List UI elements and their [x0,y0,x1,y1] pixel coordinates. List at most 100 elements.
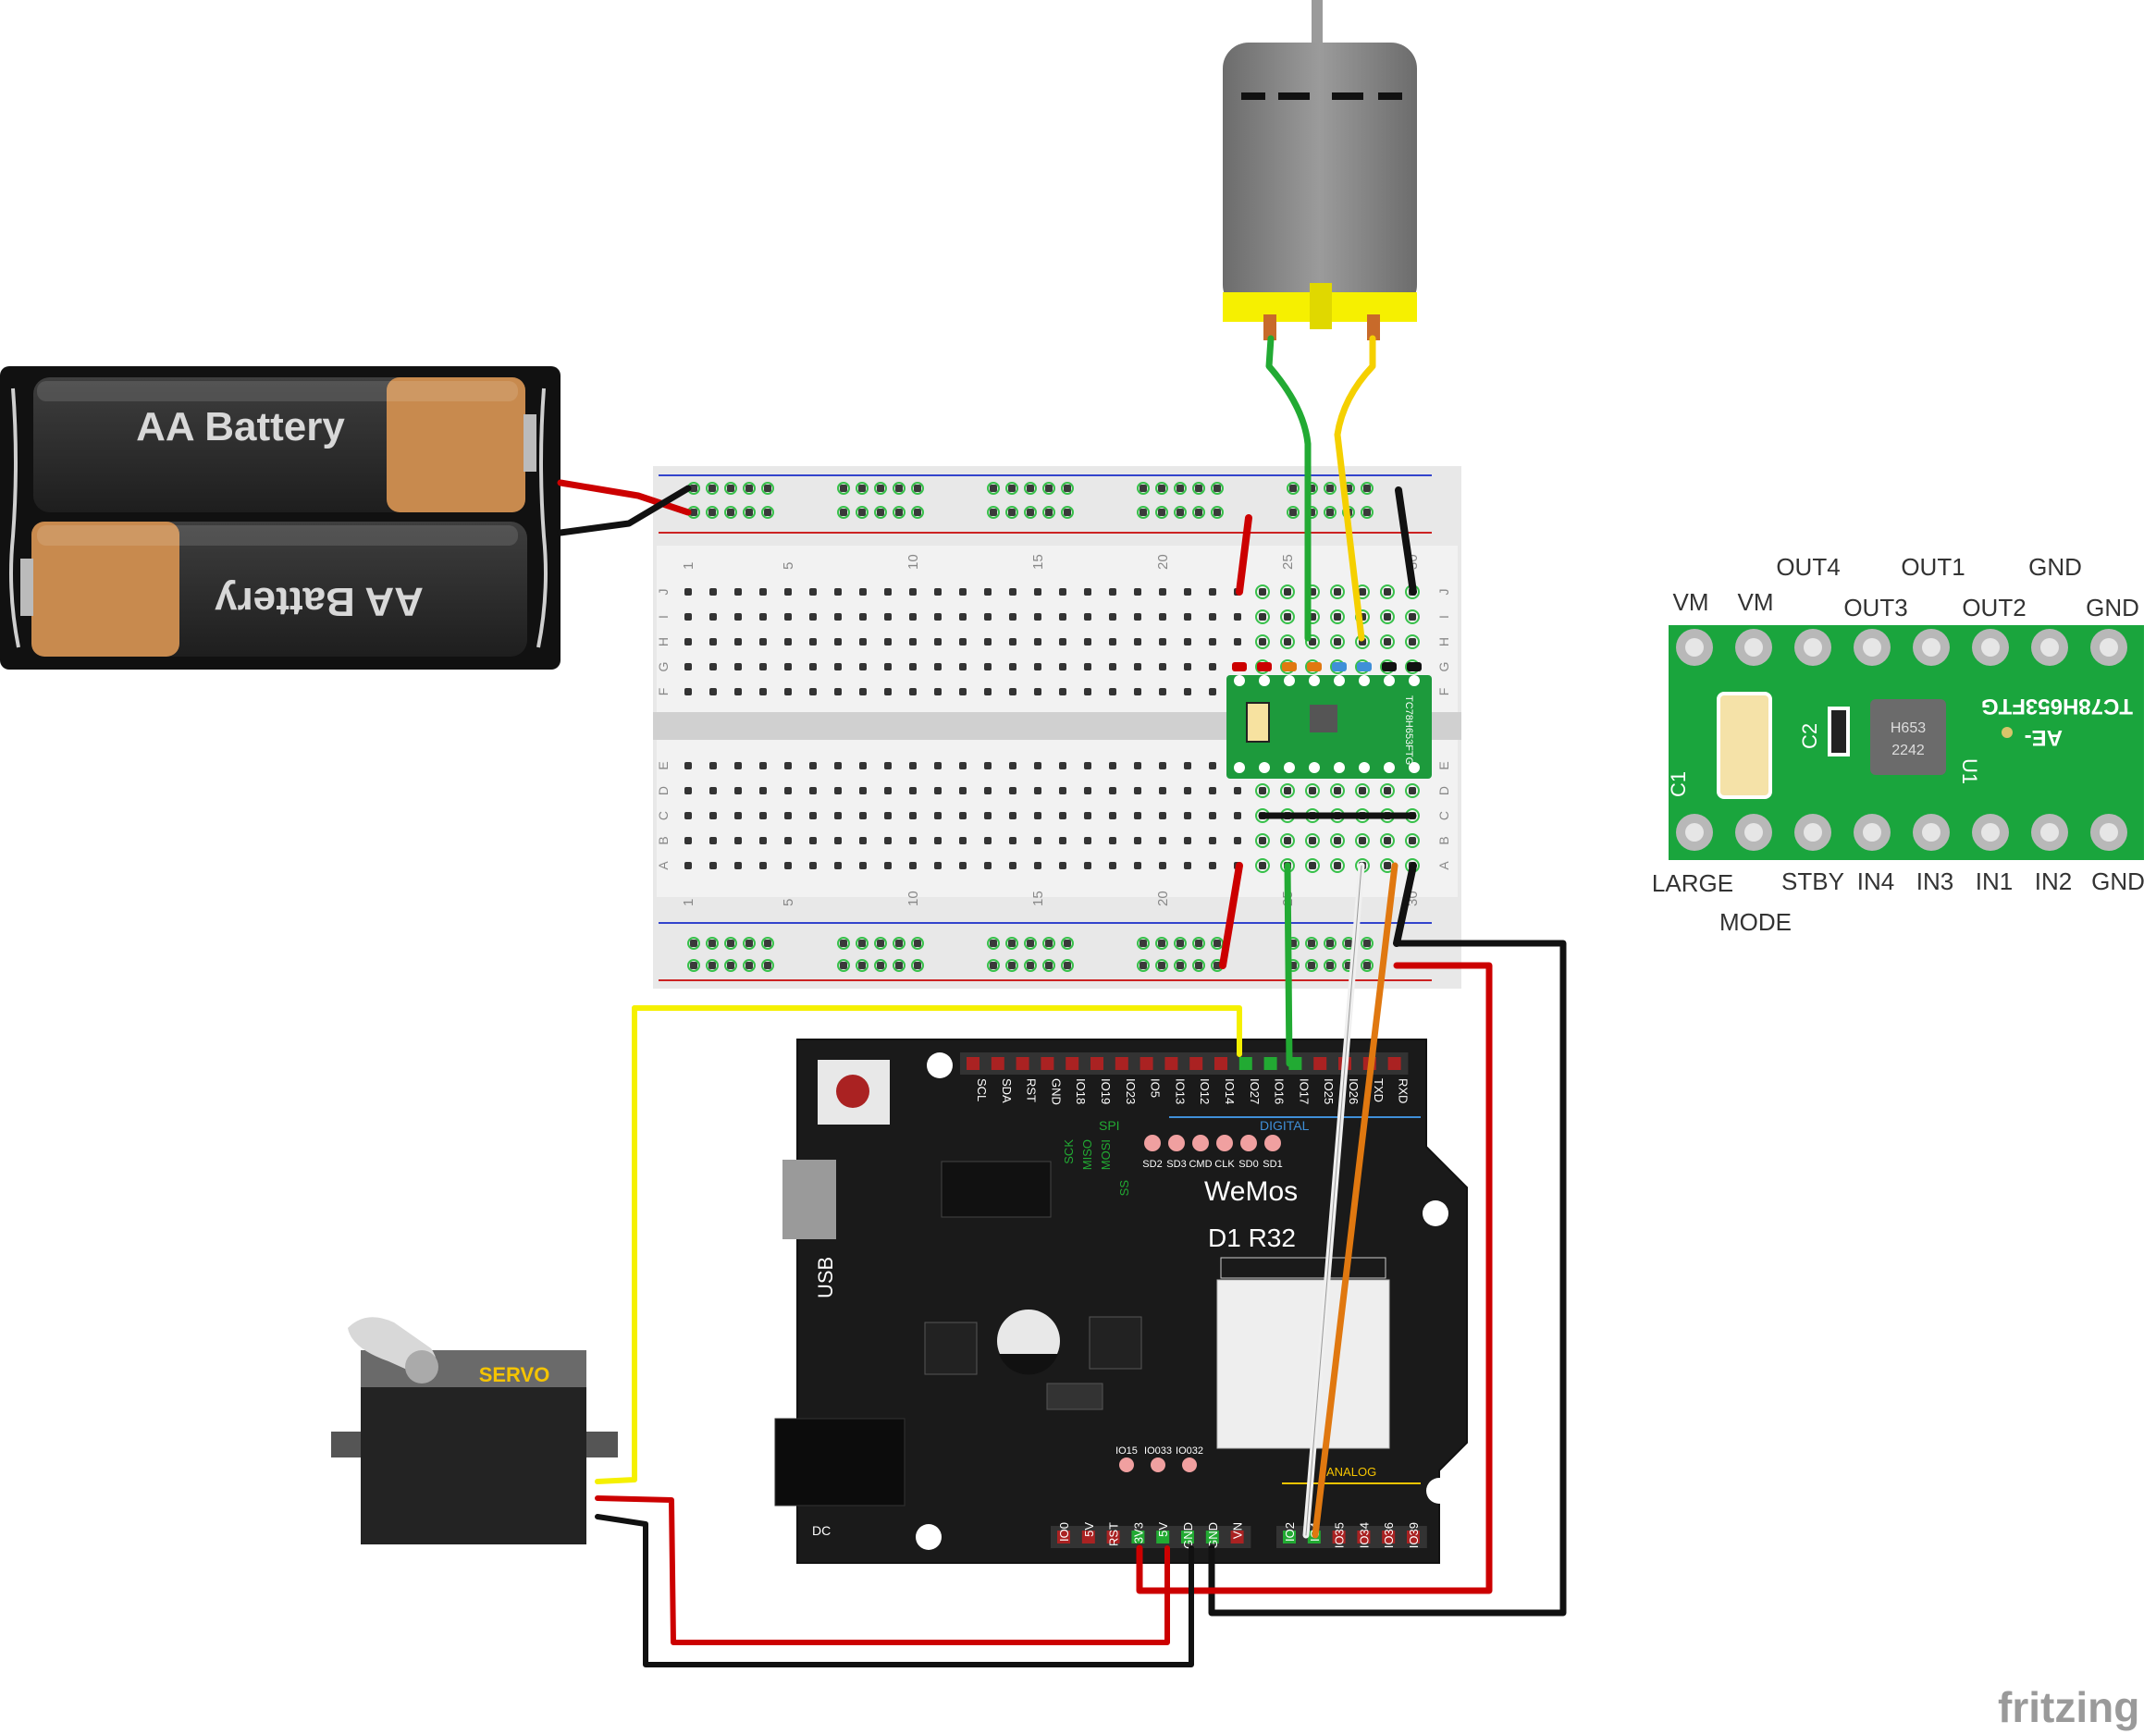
spi-pin-label: MISO [1080,1139,1094,1170]
terminal-hole [1084,638,1091,646]
header-pin [1106,1531,1120,1543]
breakout-header-pin-top [1307,662,1322,671]
rail-hole [1064,485,1071,492]
rail-hole [1008,509,1016,516]
terminal-hole [834,837,842,844]
breakout-pad-top [1234,675,1245,686]
rail-hole [1326,940,1334,947]
terminal-hole [1159,588,1166,596]
rail-hole [1158,509,1165,516]
terminal-hole [859,762,867,769]
gnd-black-jumper-bottom [1393,862,1417,947]
rail-hole [895,962,903,969]
terminal-hole [1034,688,1041,695]
label-out4: OUT4 [1776,553,1840,581]
terminal-hole [984,613,992,621]
terminal-hole [909,862,917,869]
terminal-hole [1159,688,1166,695]
rail-hole [1308,962,1315,969]
terminal-hole-active [1405,609,1420,624]
terminal-hole [1309,837,1316,844]
terminal-hole [1009,787,1016,794]
module-pin-bottom-center [1922,823,1940,842]
terminal-hole [784,588,792,596]
rail-hole-marker [856,959,869,972]
rail-hole-marker [1287,482,1300,495]
rail-hole [1326,962,1334,969]
terminal-hole [1009,837,1016,844]
terminal-hole [909,812,917,819]
rail-hole-marker [856,937,869,950]
terminal-hole [759,613,767,621]
terminal-hole-active [1305,833,1320,848]
rail-hole [708,509,716,516]
rail-hole [840,940,847,947]
header-pin-label: IO17 [1297,1078,1311,1104]
rail-hole-marker [911,959,924,972]
header-pin-label: IO39 [1407,1522,1421,1548]
terminal-hole [1184,812,1191,819]
rail-hole [745,962,753,969]
rail-hole [708,962,716,969]
rail-hole [745,485,753,492]
rail-hole-marker [1042,506,1055,519]
column-number: 10 [906,891,921,906]
module-pin-top-center [2100,638,2118,657]
terminal-hole [909,762,917,769]
battery-label-bottom: AA Battery [215,579,424,624]
module-pins-bottom [1676,814,2127,851]
rail-hole-marker [761,959,774,972]
terminal-hole [784,862,792,869]
breakout-header-pin-top [1232,662,1247,671]
terminal-hole [1409,837,1416,844]
capacitor-c1-small [1246,702,1270,743]
terminal-hole [859,588,867,596]
rail-hole [1140,962,1147,969]
driver-small-pins [1232,662,1422,773]
terminal-hole [1259,613,1266,621]
header-pin-label: IO16 [1273,1078,1287,1104]
label-mode: MODE [1719,908,1792,936]
rail-hole [1158,940,1165,947]
breakout-header-pin-top [1382,662,1397,671]
terminal-hole [884,588,892,596]
header-pin-label: IO23 [1124,1078,1138,1104]
terminal-hole [859,862,867,869]
rail-hole [1027,940,1034,947]
terminal-hole [1009,638,1016,646]
rail-hole [708,485,716,492]
terminal-hole [684,812,692,819]
header-pin [1066,1057,1079,1070]
module-ic [1870,699,1946,775]
terminal-hole [1109,588,1116,596]
breakout-pad-top [1359,675,1370,686]
rail-hole [1064,962,1071,969]
header-pin [1156,1531,1170,1543]
terminal-hole [909,588,917,596]
row-letter: D [656,786,671,795]
terminal-hole [1184,588,1191,596]
rail-hole [1214,485,1221,492]
terminal-hole [1259,837,1266,844]
rail-hole-marker [724,482,737,495]
column-number: 1 [681,562,696,570]
terminal-hole [759,762,767,769]
servo-motor: SERVO [331,1317,618,1544]
rail-hole-marker [987,937,1000,950]
label-vm-1: VM [1673,588,1709,616]
rail-hole-marker [1155,937,1168,950]
rail-hole-marker [1324,506,1337,519]
rail-hole [1045,509,1053,516]
header-pin-label: 3V3 [1131,1522,1145,1543]
row-letter: D [1436,786,1451,795]
terminal-hole-active [1305,634,1320,649]
terminal-hole [809,812,817,819]
terminal-hole [1209,787,1216,794]
rail-hole-marker [1005,937,1018,950]
rail-hole [690,940,697,947]
terminal-hole [809,663,817,670]
header-pin-label: IO26 [1347,1078,1361,1104]
terminal-hole [759,862,767,869]
sd-pad [1240,1135,1257,1151]
